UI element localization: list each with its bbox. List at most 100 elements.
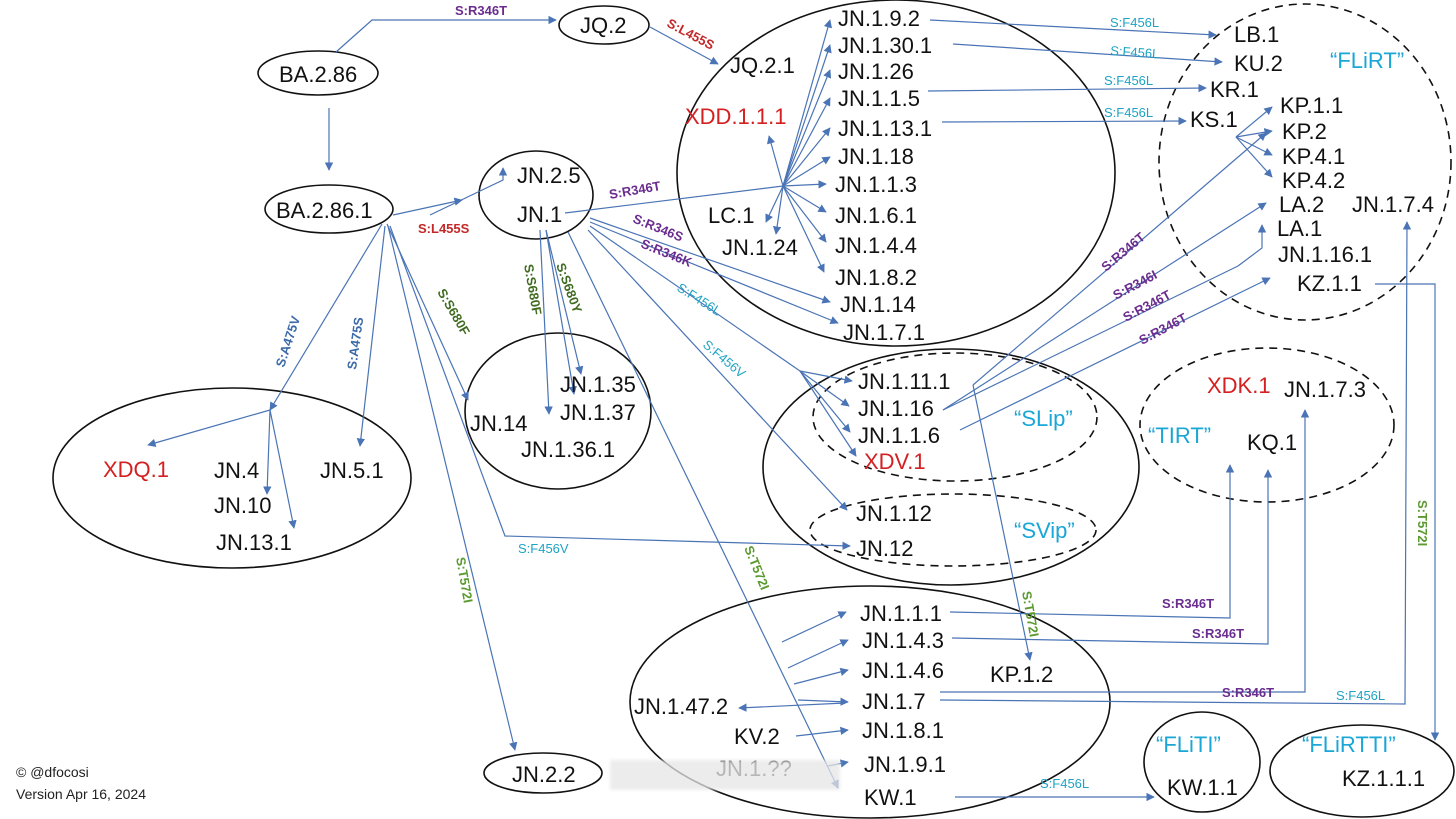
node-kz111: KZ.1.1.1	[1342, 766, 1425, 791]
node-jn51: JN.5.1	[320, 458, 384, 483]
mut-l455s-jq: S:L455S	[665, 15, 718, 52]
blurred-overlay	[610, 760, 840, 790]
group-flirt-label: “FLiRT”	[1330, 48, 1404, 73]
mut-f456l-slip: S:F456L	[674, 280, 724, 319]
slip-ellipse	[812, 352, 1098, 482]
node-jn135: JN.1.35	[560, 372, 636, 397]
node-jn1161b: JN.1.1.6	[858, 423, 940, 448]
mut-f456l-jn174: S:F456L	[1336, 688, 1385, 703]
mut-r346t-kp11: S:R346T	[1098, 229, 1148, 274]
node-la2: LA.2	[1279, 192, 1324, 217]
mut-f456v-ba: S:F456V	[518, 541, 569, 556]
node-kq1: KQ.1	[1247, 430, 1297, 455]
mut-f456l-ks1: S:F456L	[1104, 105, 1153, 120]
node-jn174: JN.1.7.4	[1352, 192, 1434, 217]
jn1-children-ellipse	[676, 0, 1116, 347]
node-xdd111: XDD.1.1.1	[685, 104, 787, 129]
node-labels: BA.2.86 JQ.2 JQ.2.1 XDD.1.1.1 BA.2.86.1 …	[103, 6, 1434, 810]
node-jn118: JN.1.18	[838, 144, 914, 169]
node-jn1361: JN.1.36.1	[521, 437, 615, 462]
ba2861-ellipse	[264, 184, 394, 234]
mut-s680f-jn1: S:S680F	[521, 263, 545, 316]
node-jn146: JN.1.4.6	[862, 658, 944, 683]
mut-s680y-jn1: S:S680Y	[553, 261, 585, 315]
tirt-ellipse	[1139, 347, 1395, 503]
ba286-ellipse	[257, 50, 379, 96]
node-kp11: KP.1.1	[1280, 93, 1343, 118]
node-jn143: JN.1.4.3	[862, 628, 944, 653]
mut-r346t-jn1: S:R346T	[608, 178, 662, 202]
node-kp12: KP.1.2	[990, 662, 1053, 687]
mut-f456l-lb1: S:F456L	[1110, 15, 1159, 30]
node-jn144: JN.1.4.4	[835, 233, 917, 258]
node-jn173: JN.1.7.3	[1284, 377, 1366, 402]
node-jn114: JN.1.14	[840, 292, 916, 317]
node-la1: LA.1	[1277, 216, 1322, 241]
node-jn22: JN.2.2	[512, 762, 576, 787]
jq2-ellipse	[558, 5, 650, 45]
fliti-ellipse	[1143, 711, 1261, 813]
node-jn113: JN.1.1.3	[835, 172, 917, 197]
node-jn171: JN.1.7.1	[843, 320, 925, 345]
node-jq2: JQ.2	[580, 13, 626, 38]
node-jn124: JN.1.24	[722, 235, 798, 260]
node-jn12: JN.12	[856, 536, 913, 561]
jn1-ellipse	[478, 150, 594, 240]
node-jn182: JN.1.8.2	[835, 265, 917, 290]
node-kw1: KW.1	[864, 785, 917, 810]
group-fliti-label: “FLiTI”	[1156, 732, 1221, 757]
mut-r346t-jn173: S:R346T	[1222, 685, 1274, 700]
node-jn1111: JN.1.11.1	[858, 369, 951, 394]
jn22-ellipse	[483, 752, 603, 794]
a475-ellipse	[52, 387, 412, 569]
node-xdq1: XDQ.1	[103, 457, 169, 482]
node-xdv1: XDV.1	[864, 449, 926, 474]
mut-t572i-jn1: S:T572I	[741, 544, 772, 593]
node-jn115: JN.1.1.5	[838, 86, 920, 111]
group-flirtti-label: “FLiRTTI”	[1302, 732, 1396, 757]
node-jn10: JN.10	[214, 493, 271, 518]
edges	[147, 15, 1440, 802]
node-jn1: JN.1	[517, 202, 562, 227]
s680-ellipse	[464, 332, 652, 490]
node-ba286: BA.2.86	[279, 62, 357, 87]
node-jn161: JN.1.6.1	[835, 203, 917, 228]
mut-r346t-kq: S:R346T	[1192, 626, 1244, 641]
node-kp41: KP.4.1	[1282, 144, 1345, 169]
mut-r346t-xdk: S:R346T	[1162, 596, 1214, 611]
svip-ellipse	[809, 493, 1097, 567]
node-jn181: JN.1.8.1	[862, 718, 944, 743]
mut-a475v: S:A475V	[273, 314, 304, 369]
mut-f456l-kw: S:F456L	[1040, 776, 1089, 791]
node-jn14: JN.14	[470, 411, 527, 436]
node-jn191: JN.1.9.1	[864, 752, 946, 777]
node-jn112: JN.1.12	[856, 501, 932, 526]
node-lc1: LC.1	[708, 203, 754, 228]
mut-r346s: S:R346S	[631, 211, 686, 245]
node-jn1161: JN.1.16.1	[1278, 242, 1372, 267]
node-kr1: KR.1	[1210, 77, 1259, 102]
node-jq21: JQ.2.1	[730, 53, 795, 78]
node-jn17: JN.1.7	[862, 689, 926, 714]
node-jn126: JN.1.26	[838, 59, 914, 84]
node-jn4: JN.4	[214, 458, 259, 483]
node-jn25: JN.2.5	[517, 163, 581, 188]
mut-l455s-jn: S:L455S	[418, 221, 470, 236]
node-kp2: KP.2	[1282, 119, 1327, 144]
mut-t572i-right: S:T572I	[1415, 500, 1430, 546]
mut-r346t-top: S:R346T	[455, 3, 507, 18]
f456-ellipse	[762, 348, 1140, 586]
node-jn1472: JN.1.47.2	[634, 694, 728, 719]
node-jn1301: JN.1.30.1	[838, 33, 932, 58]
node-jn192: JN.1.9.2	[838, 6, 920, 31]
node-jn116: JN.1.16	[858, 396, 934, 421]
node-ba2861: BA.2.86.1	[276, 198, 373, 223]
mut-f456l-kr1: S:F456L	[1104, 73, 1153, 88]
group-svip-label: “SVip”	[1014, 518, 1075, 543]
flirt-ellipse	[1158, 3, 1452, 321]
node-ks1: KS.1	[1190, 107, 1238, 132]
node-jn1111b: JN.1.1.1	[860, 601, 942, 626]
mut-a475s: S:A475S	[344, 316, 366, 371]
node-kp42: KP.4.2	[1282, 168, 1345, 193]
